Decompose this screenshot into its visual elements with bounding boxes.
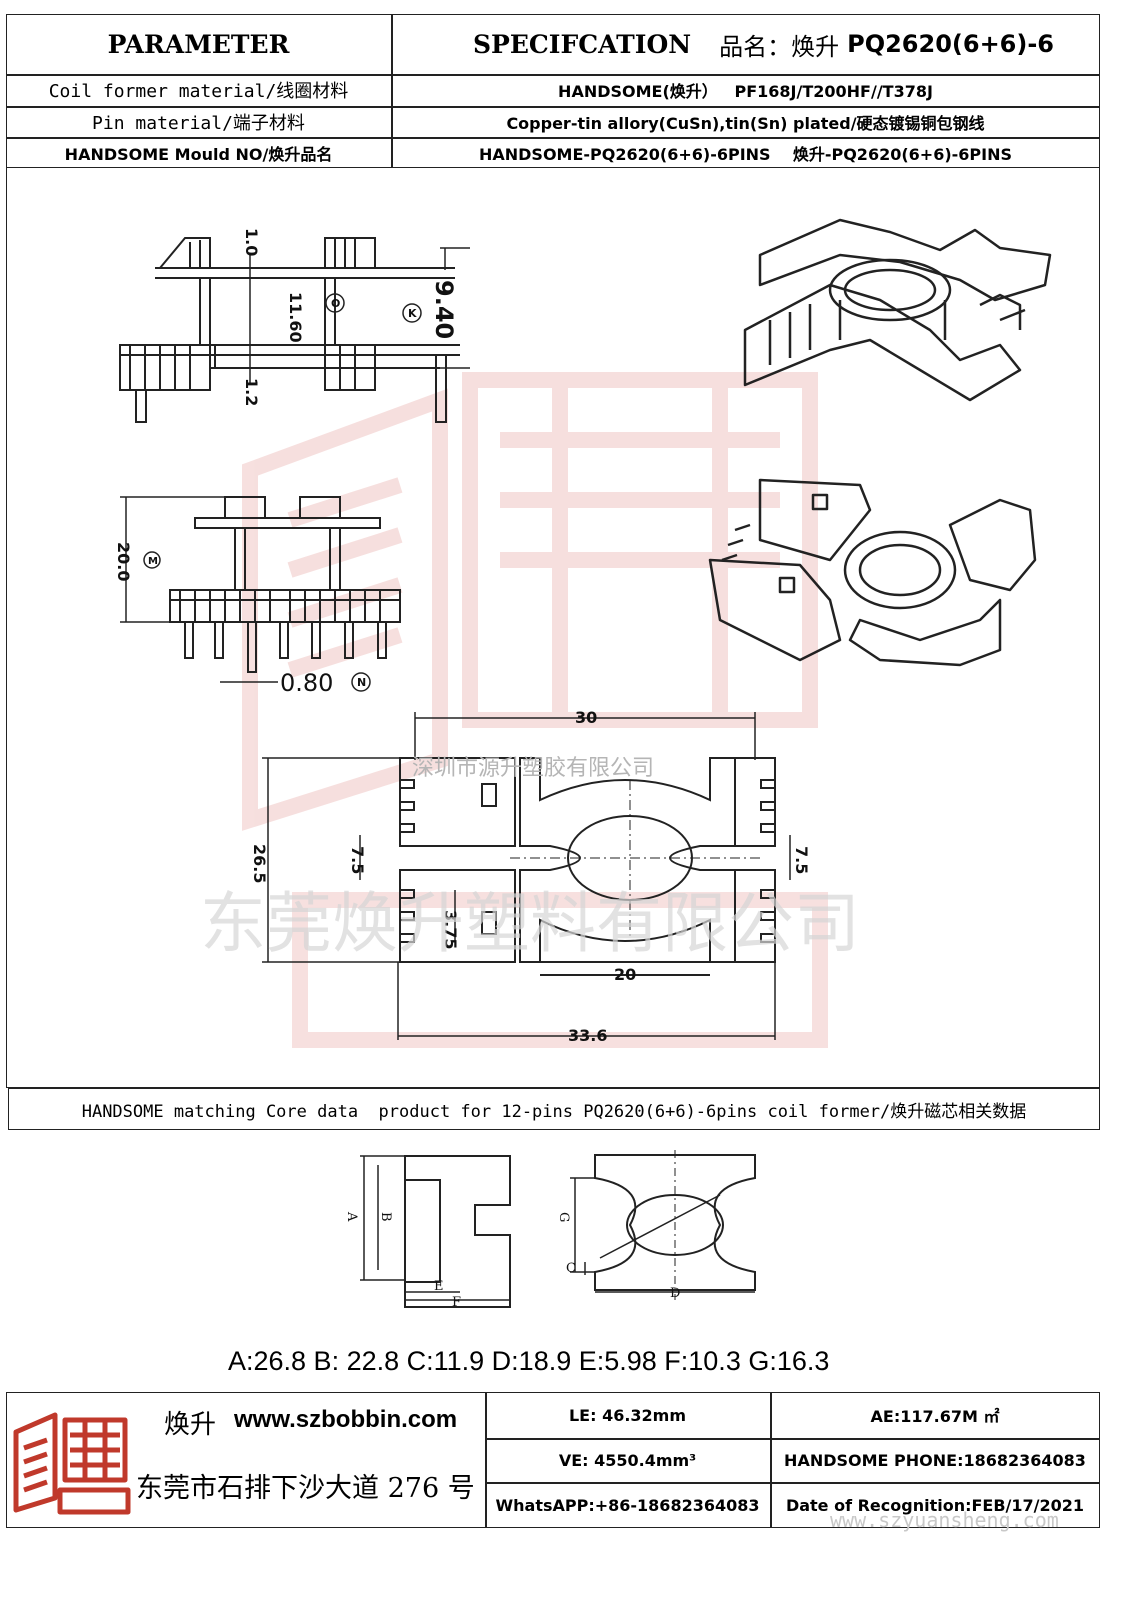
dim-20: 20 [614,965,636,984]
product-name-label: 品名：焕升 [719,32,840,61]
dim-0-80: 0.80 [280,669,333,697]
marker-m: M [148,556,158,567]
row-coil-value: HANDSOME(焕升） PF168J/T200HF//T378J [558,82,933,101]
core-label-b: B [378,1212,393,1222]
footer-address: 东莞市石排下沙大道 276 号 [136,1473,475,1504]
dim-7-5-left: 7.5 [348,846,367,874]
row-mould-value: HANDSOME-PQ2620(6+6)-6PINS 焕升-PQ2620(6+6… [478,144,1013,164]
watermark-url: www.szyuansheng.com [830,1508,1059,1532]
spec-label: SPECIFCATION [473,29,692,59]
dim-11-60: 11.60 [286,292,305,343]
row-pin-param: Pin material/端子材料 [92,112,305,134]
row-mould-param: HANDSOME Mould NO/焕升品名 [64,144,333,164]
product-model: PQ2620(6+6)-6 [847,30,1055,58]
core-label-d: D [670,1286,680,1301]
watermark-company-small: 深圳市源升塑胶有限公司 [412,756,655,781]
table-row-line [6,74,1100,76]
footer-le: LE: 46.32mm [568,1405,687,1425]
footer-row-line [485,1438,1100,1440]
table-divider [391,14,393,168]
dim-33-6: 33.6 [568,1026,607,1045]
footer-date: Date of Recognition:FEB/17/2021 [785,1495,1085,1515]
footer-phone: HANDSOME PHONE:18682364083 [784,1450,1086,1470]
dim-3-75: 3.75 [441,910,460,949]
dim-26-5: 26.5 [250,844,269,883]
table-row-line [6,137,1100,139]
core-values: A:26.8 B: 22.8 C:11.9 D:18.9 E:5.98 F:10… [228,1346,830,1376]
footer-ve: VE: 4550.4mm³ [558,1450,697,1470]
spec-table [6,14,1100,168]
dim-30: 30 [575,708,597,727]
marker-o: O [331,297,340,310]
table-row-line [6,106,1100,108]
footer-divider [485,1392,487,1528]
watermark-company-large: 东莞焕升塑料有限公司 [200,885,860,962]
footer-brand: 焕升 [164,1410,217,1440]
core-title-bar [8,1088,1100,1130]
dim-7-5-right: 7.5 [792,846,811,874]
footer-table [6,1392,1100,1528]
dim-20-0: 20.0 [114,542,133,581]
row-pin-value: Copper-tin allory(CuSn),tin(Sn) plated/硬… [506,113,985,133]
row-coil-param: Coil former material/线圈材料 [48,81,349,102]
dim-1-2: 1.2 [242,378,261,406]
footer-divider [770,1392,772,1528]
dim-1-0: 1.0 [242,228,261,256]
core-label-c: C [566,1261,576,1276]
core-label-f: F [452,1295,461,1310]
core-label-e: E [434,1279,444,1294]
footer-row-line [485,1482,1100,1484]
marker-n: N [357,676,366,689]
footer-whatsapp: WhatsAPP:+86-18682364083 [495,1495,760,1515]
core-label-a: A [344,1211,359,1222]
marker-k: K [408,307,417,320]
drawing-frame [6,168,1100,1088]
parameter-header: PARAMETER [107,29,290,59]
core-section-title: HANDSOME matching Core data product for … [81,1101,1027,1122]
core-label-g: G [556,1212,571,1222]
footer-ae: AE:117.67M ㎡ [870,1407,1000,1426]
footer-website[interactable]: www.szbobbin.com [234,1406,458,1433]
specification-header: SPECIFCATION 品名：焕升 PQ2620(6+6)-6 [391,14,1100,74]
dim-9-40: 9.40 [430,280,458,339]
